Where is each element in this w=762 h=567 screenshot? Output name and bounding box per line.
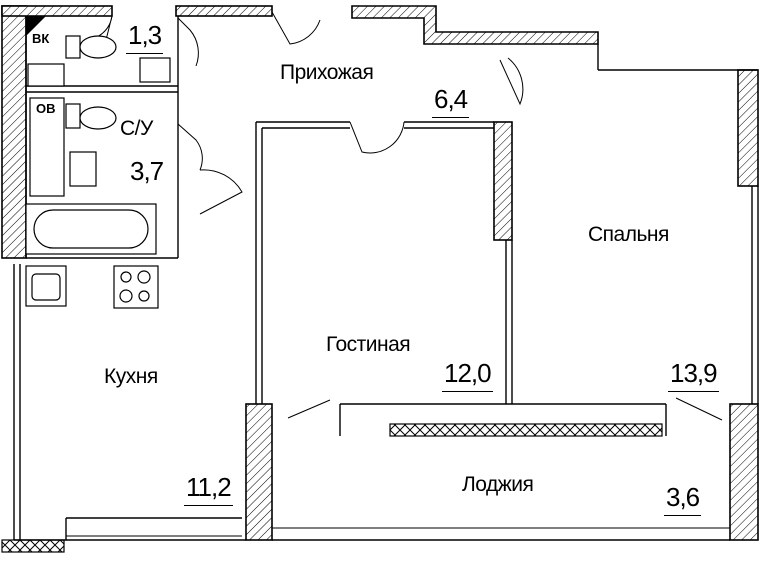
load-bearing-walls <box>1 5 759 553</box>
door-living <box>349 121 405 154</box>
room-area-kitchen: 11,2 <box>184 472 233 506</box>
room-name-loggia: Лоджия <box>462 473 534 496</box>
room-area-loggia: 3,6 <box>664 482 702 516</box>
tag-ov: ОВ <box>36 101 56 116</box>
room-area-bathroom: 3,7 <box>130 156 164 186</box>
room-name-bedroom: Спальня <box>588 223 669 246</box>
room-name-living: Гостиная <box>326 333 411 356</box>
room-area-living: 12,0 <box>442 358 493 392</box>
room-name-kitchen: Кухня <box>104 365 158 388</box>
door-kitchen <box>199 169 243 215</box>
tag-vk: ВК <box>32 31 50 46</box>
wall-kitchen-bottom <box>1 539 65 553</box>
door-bathroom <box>177 123 203 171</box>
room-name-hallway: Прихожая <box>280 61 374 84</box>
partitions <box>13 16 759 541</box>
wall-right <box>737 69 759 187</box>
toilet-tank-bathroom <box>65 103 81 129</box>
wall-loggia-right <box>729 403 759 541</box>
wall-top-center <box>175 5 273 17</box>
shaft-ov <box>29 97 65 197</box>
stove-burner <box>120 271 132 283</box>
door-loggia-right <box>675 397 723 421</box>
wall-loggia-left <box>245 403 273 541</box>
room-name-bathroom: С/У <box>120 117 153 140</box>
wall-middle <box>493 121 513 241</box>
stove <box>113 265 159 309</box>
stove-burner <box>137 270 151 284</box>
doors <box>83 11 723 421</box>
stove-burner <box>119 289 133 303</box>
door-wc-side <box>177 17 199 67</box>
toilet-tank-wc <box>65 35 81 59</box>
door-entrance <box>271 11 321 45</box>
shaft-ov-top <box>27 63 65 87</box>
door-hall-right <box>499 57 524 106</box>
toilet-wc <box>79 35 117 59</box>
wall-left <box>1 5 27 259</box>
stove-burner <box>138 290 150 302</box>
sink-wc <box>139 57 171 83</box>
bathtub-inner <box>33 209 149 249</box>
room-area-bedroom: 13,9 <box>668 358 719 392</box>
door-loggia-left <box>287 399 331 419</box>
wall-loggia-parapet <box>389 423 663 437</box>
fixtures <box>25 16 171 309</box>
room-area-wc: 1,3 <box>126 20 164 54</box>
shaft-vk-marker <box>26 16 46 36</box>
room-area-hallway: 6,4 <box>432 84 470 118</box>
toilet-bathroom <box>79 106 117 130</box>
wall-top-right <box>351 5 599 45</box>
wall-top-left <box>1 5 113 17</box>
kitchen-sink-bowl <box>31 273 61 301</box>
sink-bathroom <box>69 151 97 187</box>
